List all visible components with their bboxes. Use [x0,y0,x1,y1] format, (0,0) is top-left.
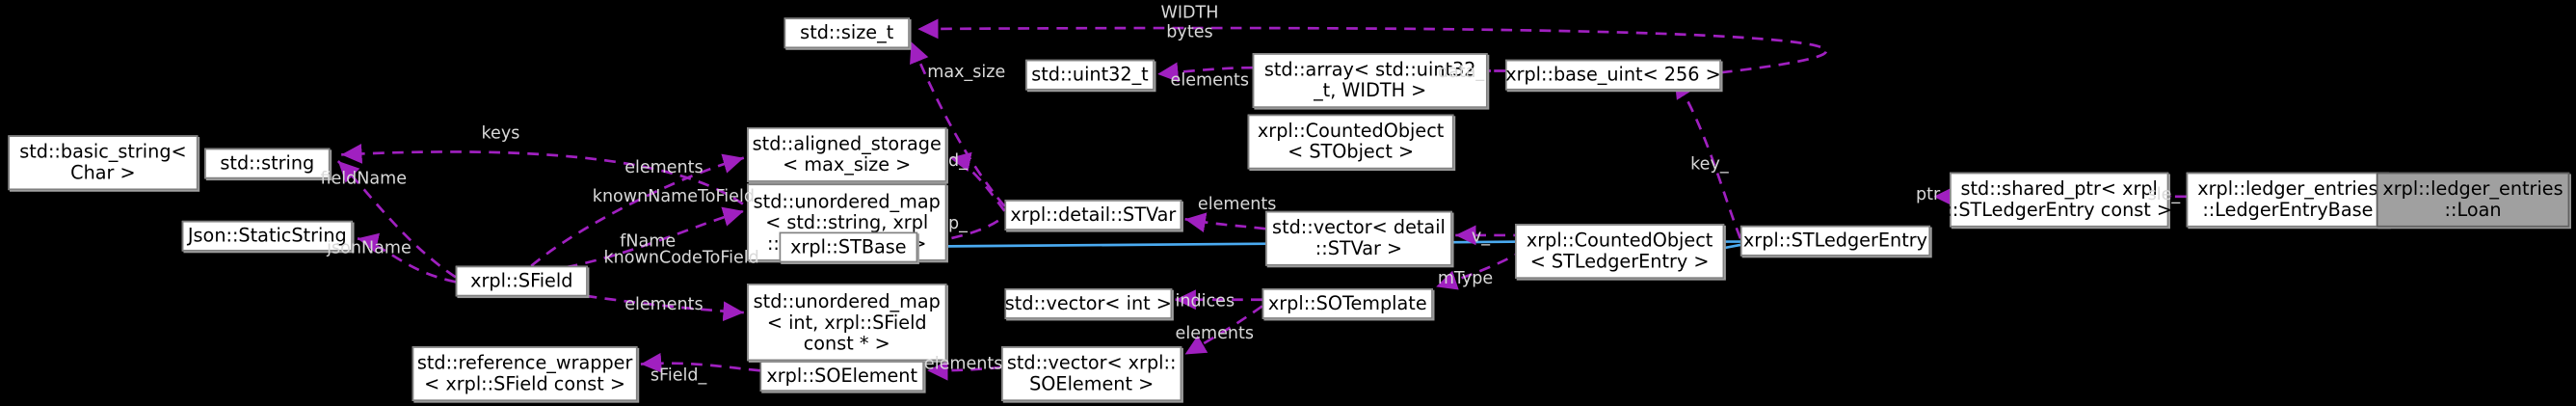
edge-label-indices: indices [1175,291,1235,311]
edge-label-d: d_ [947,151,968,172]
edge-label-elements-1: elements [624,157,704,177]
node-xrpl-ledgerentrybase[interactable]: xrpl::ledger_entries ::LedgerEntryBase [2186,172,2390,228]
node-xrpl-countedobject-stledgerentry[interactable]: xrpl::CountedObject < STLedgerEntry > [1515,224,1725,280]
node-xrpl-sotemplate[interactable]: xrpl::SOTemplate [1261,288,1433,319]
node-std-aligned-storage[interactable]: std::aligned_storage < max_size > [747,126,947,182]
edge-label-sle: sle_ [2147,185,2181,205]
node-std-string[interactable]: std::string [204,148,331,179]
edge-label-fname: fName [620,231,677,252]
node-xrpl-sfield[interactable]: xrpl::SField [455,265,588,297]
node-xrpl-countedobject-stobject[interactable]: xrpl::CountedObject < STObject > [1247,114,1454,170]
edge-label-jsonname: jsonName [327,238,412,258]
edge-label-knowncodetofield: knownCodeToField [603,248,759,268]
edge-label-max-size: max_size [927,63,1006,83]
node-xrpl-ledger-entries-loan[interactable]: xrpl::ledger_entries ::Loan [2376,172,2570,228]
edge-label-p: p_ [947,214,968,234]
node-std-size-t[interactable]: std::size_t [783,17,910,49]
node-xrpl-stledgerentry[interactable]: xrpl::STLedgerEntry [1739,225,1931,257]
node-std-array-uint32[interactable]: std::array< std::uint32 _t, WIDTH > [1252,53,1488,108]
edge-label-elements-2: elements [624,294,704,314]
node-std-vector-soelement[interactable]: std::vector< xrpl:: SOElement > [1001,346,1182,401]
edge-label-keys: keys [481,123,520,144]
edge-label-knownnametofield: knownNameToField [592,186,755,206]
node-xrpl-detail-stvar[interactable]: xrpl::detail::STVar [1004,200,1182,230]
edge-label-elements-5: elements [1197,195,1277,215]
node-xrpl-base-uint-256[interactable]: xrpl::base_uint< 256 > [1505,59,1721,91]
node-std-shared-ptr-stledgerentry[interactable]: std::shared_ptr< xrpl ::STLedgerEntry co… [1946,172,2172,228]
node-std-vector-int[interactable]: std::vector< int > [1004,288,1173,319]
edge-label-data: data_ [1437,63,1485,83]
edge-label-elements-4: elements [1170,70,1250,91]
node-std-unordered-map-int[interactable]: std::unordered_map < int, xrpl::SField c… [747,284,947,362]
edge-label-mtype: mType [1437,268,1494,289]
edge-label-v: v_ [1471,227,1491,247]
node-std-uint32-t[interactable]: std::uint32_t [1025,59,1155,91]
edge-label-elements-6: elements [1175,323,1255,343]
node-xrpl-soelement[interactable]: xrpl::SOElement [759,361,924,392]
node-xrpl-stbase[interactable]: xrpl::STBase [779,231,918,263]
edge-label-ptr: ptr [1916,185,1941,205]
node-json-staticstring[interactable]: Json::StaticString [181,220,353,252]
edge-label-key: key_ [1690,154,1729,175]
edge-label-fieldname: fieldName [320,169,408,189]
node-std-reference-wrapper[interactable]: std::reference_wrapper < xrpl::SField co… [412,346,638,401]
edge-label-elements-3: elements [923,354,1003,374]
node-std-basic-string[interactable]: std::basic_string< Char > [8,135,199,191]
edge-label-width-bytes: WIDTH bytes [1160,3,1219,41]
edge-label-sfield: sField_ [650,365,707,386]
node-std-vector-stvar[interactable]: std::vector< detail ::STVar > [1265,210,1452,266]
